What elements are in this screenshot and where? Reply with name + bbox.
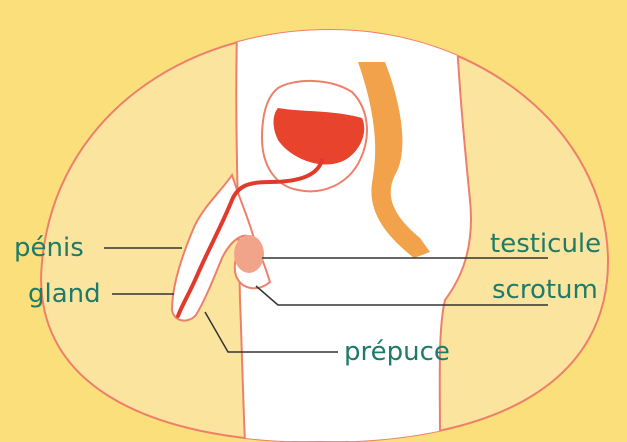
body-shape	[236, 0, 471, 442]
body-silhouette	[236, 0, 471, 442]
label-foreskin: prépuce	[344, 337, 450, 367]
label-testicle: testicule	[490, 229, 601, 259]
label-penis: pénis	[14, 233, 84, 263]
testicle	[234, 235, 264, 273]
label-glans: gland	[28, 279, 101, 309]
label-scrotum: scrotum	[492, 275, 598, 305]
